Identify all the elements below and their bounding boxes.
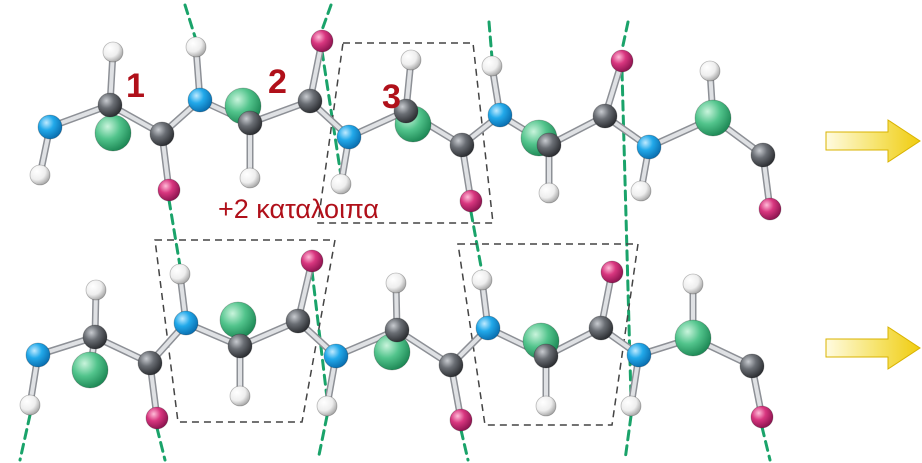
carbon-atom: [297, 88, 323, 114]
carbon-atom: [384, 317, 410, 343]
side-chain-atom: [219, 301, 257, 339]
nitrogen-atom: [336, 124, 362, 150]
nitrogen-atom: [626, 342, 652, 368]
carbon-atom: [393, 98, 419, 124]
oxygen-atom: [157, 178, 181, 202]
hydrogen-bond: [620, 20, 630, 52]
hydrogen-atom: [471, 269, 493, 291]
hydrogen-bond: [183, 3, 198, 42]
hydrogen-atom: [535, 395, 557, 417]
side-chain-atom: [694, 99, 732, 137]
hydrogen-atom: [19, 394, 41, 416]
nitrogen-atom: [636, 134, 662, 160]
hydrogen-atom: [185, 36, 207, 58]
oxygen-atom: [310, 29, 334, 53]
side-chain-atom: [674, 319, 712, 357]
residue-number-1: 1: [126, 67, 145, 105]
carbon-atom: [750, 142, 776, 168]
oxygen-atom: [610, 49, 634, 73]
nitrogen-atom: [487, 102, 513, 128]
hydrogen-atom: [400, 49, 422, 71]
oxygen-atom: [300, 249, 324, 273]
hydrogen-atom: [538, 182, 560, 204]
hydrogen-atom: [330, 173, 352, 195]
oxygen-atom: [449, 408, 473, 432]
hydrogen-bond: [320, 49, 343, 178]
hydrogen-atom: [385, 272, 407, 294]
residue-box: [317, 42, 494, 224]
side-chain-atom: [94, 114, 132, 152]
hydrogen-bond: [623, 414, 633, 462]
hydrogen-atom: [630, 180, 652, 202]
strand-direction-arrow-icon: [825, 119, 921, 163]
atoms: [19, 29, 782, 432]
nitrogen-atom: [323, 343, 349, 369]
residue-boxes: [154, 42, 639, 426]
carbon-atom: [588, 315, 614, 341]
hydrogen-bond: [760, 425, 772, 462]
carbon-atom: [237, 110, 263, 136]
hydrogen-atom: [239, 167, 261, 189]
plus-two-residues-label: +2 καταλοιπα: [218, 194, 379, 224]
hydrogen-bond: [487, 20, 494, 60]
side-chain-atom: [71, 351, 109, 389]
hydrogen-atom: [699, 60, 721, 82]
hydrogen-atom: [85, 279, 107, 301]
hydrogen-bond: [155, 426, 167, 462]
hydrogen-bond: [18, 413, 32, 462]
residue-box: [457, 243, 639, 426]
hydrogen-atom: [29, 164, 51, 186]
hydrogen-bond: [316, 414, 329, 462]
carbon-atom: [592, 103, 618, 129]
hydrogen-atom: [229, 385, 251, 407]
hydrogen-atom: [102, 41, 124, 63]
hydrogen-atom: [481, 55, 503, 77]
hydrogen-atom: [620, 395, 642, 417]
oxygen-atom: [459, 189, 483, 213]
hydrogen-bond: [469, 210, 484, 274]
strand-direction-arrow-icon: [825, 326, 921, 370]
nitrogen-atom: [25, 342, 51, 368]
oxygen-atom: [758, 197, 782, 221]
nitrogen-atom: [37, 114, 63, 140]
carbon-atom: [149, 121, 175, 147]
carbon-atom: [449, 132, 475, 158]
carbon-atom: [82, 324, 108, 350]
hydrogen-atom: [682, 273, 704, 295]
hydrogen-bond: [310, 269, 329, 400]
carbon-atom: [97, 92, 123, 118]
hydrogen-atom: [316, 395, 338, 417]
nitrogen-atom: [173, 310, 199, 336]
nitrogen-atom: [475, 315, 501, 341]
nitrogen-atom: [187, 87, 213, 113]
residue-number-3: 3: [382, 78, 401, 116]
oxygen-atom: [145, 406, 169, 430]
carbon-atom: [739, 353, 765, 379]
carbon-atom: [285, 308, 311, 334]
residue-number-2: 2: [268, 63, 287, 101]
oxygen-atom: [750, 405, 774, 429]
hydrogen-bond: [459, 428, 470, 462]
residue-box: [154, 239, 336, 423]
carbon-atom: [536, 132, 562, 158]
hydrogen-bond: [320, 3, 333, 32]
hydrogen-bond: [167, 198, 182, 268]
carbon-atom: [438, 352, 464, 378]
oxygen-atom: [600, 260, 624, 284]
carbon-atom: [533, 343, 559, 369]
hydrogen-atom: [169, 263, 191, 285]
carbon-atom: [137, 350, 163, 376]
carbon-atom: [227, 333, 253, 359]
